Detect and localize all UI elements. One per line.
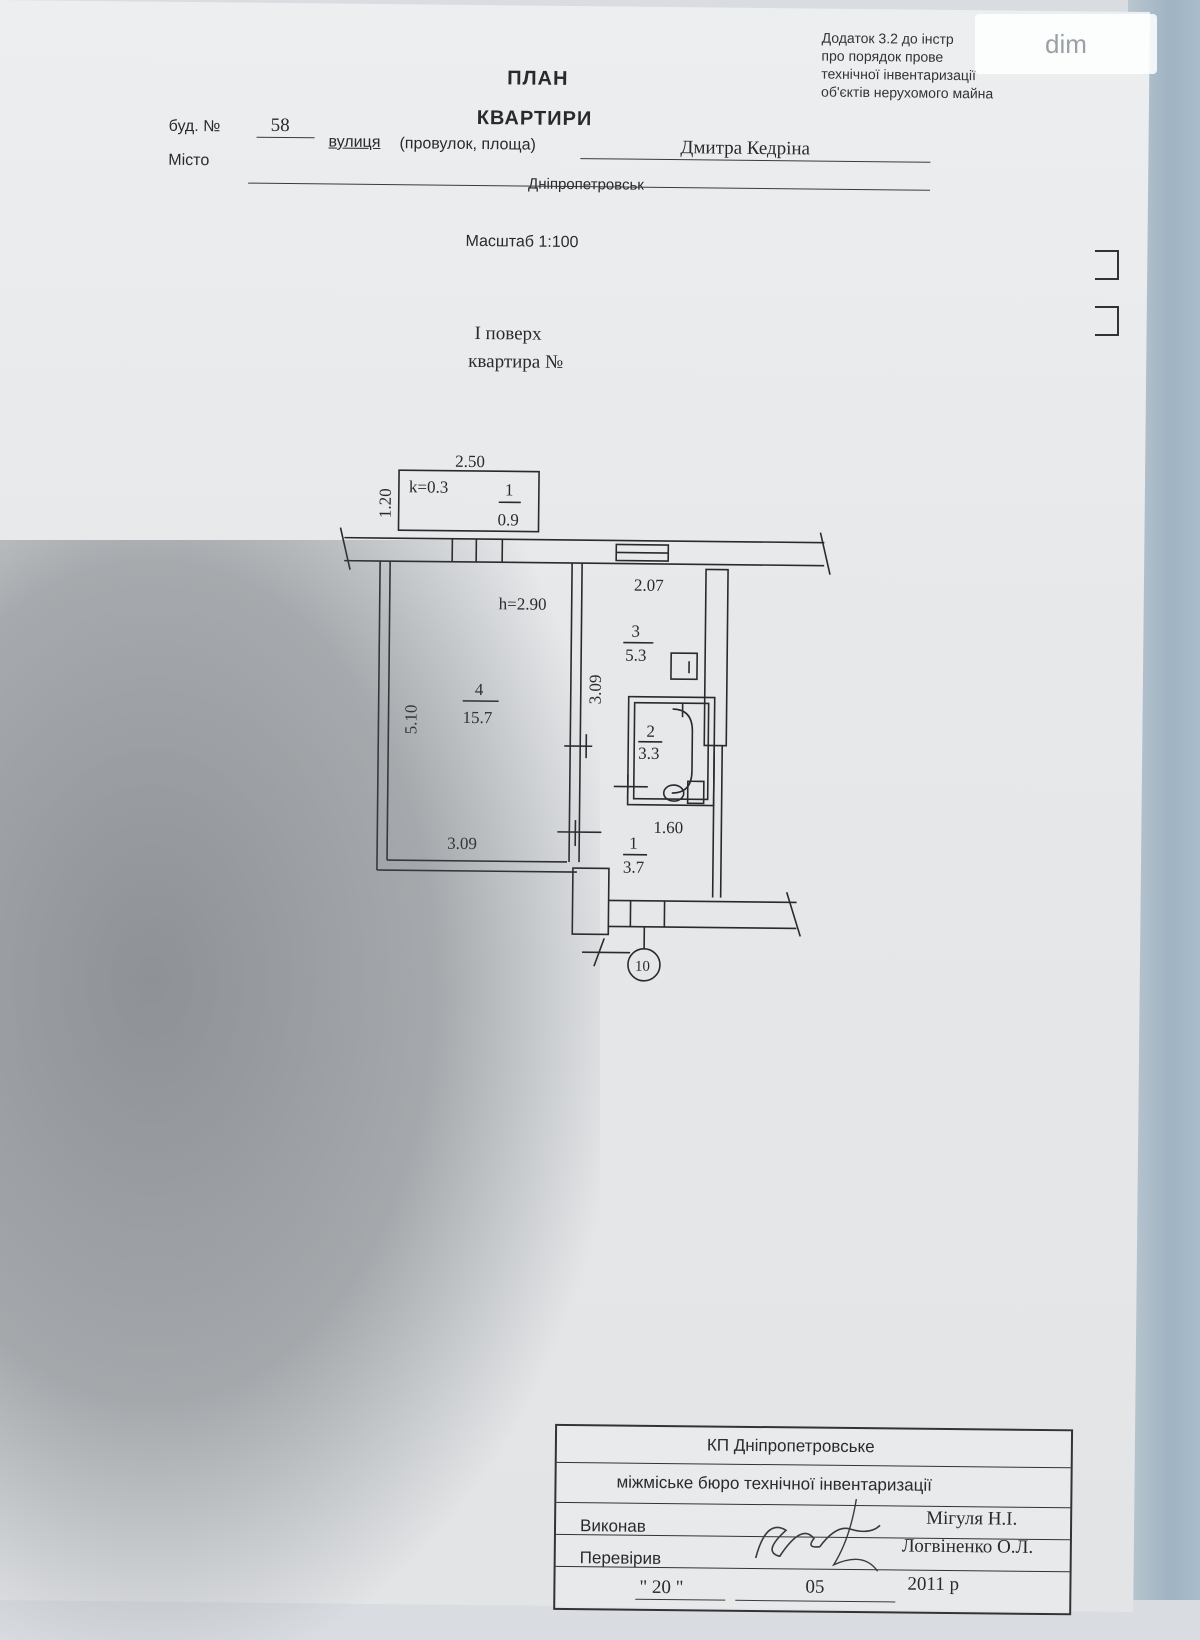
room-area: 0.9 [497, 510, 518, 529]
wall-break-right [820, 533, 830, 575]
room-number: 1 [629, 834, 638, 853]
room-number: 2 [646, 722, 655, 741]
dim-corridor-length: 3.09 [586, 674, 605, 704]
top-wall-outer [344, 538, 824, 543]
org-name: КП Дніпропетровське [707, 1435, 875, 1457]
date-day: " 20 " [639, 1577, 683, 1599]
dim-hall-width: 1.60 [653, 818, 683, 837]
room-number: 3 [631, 622, 640, 641]
document-page: Додаток 3.2 до інстр про порядок прове т… [0, 0, 1150, 1612]
ceiling-height: h=2.90 [499, 594, 547, 613]
partition-wall [579, 563, 582, 862]
wall-break-left [340, 528, 350, 570]
floor-plan: 2.50 1.20 k=0.3 1 0.9 h=2.90 2.07 5.10 4… [0, 0, 1150, 1012]
title-block: КП Дніпропетровське міжміське бюро техні… [553, 1424, 1073, 1615]
signature-scribble [735, 1480, 906, 1582]
room-bottom-wall-inner [387, 860, 567, 862]
dim-room-width: 3.09 [447, 834, 477, 853]
margin-checkbox [1095, 306, 1119, 336]
performed-name: Мігуля Н.І. [926, 1508, 1017, 1531]
room-area: 3.7 [623, 858, 645, 877]
top-wall-inner [344, 561, 824, 566]
bottom-wall-outer [609, 900, 797, 902]
bottom-wall-inner [608, 926, 796, 928]
balcony-coefficient: k=0.3 [409, 477, 449, 496]
date-month-underline [735, 1600, 895, 1603]
room-area: 5.3 [625, 646, 646, 665]
wall-break-bottom [786, 892, 800, 936]
room-number: 4 [475, 680, 484, 699]
watermark-logo: dim [975, 14, 1157, 74]
plan-labels: 2.50 1.20 k=0.3 1 0.9 h=2.90 2.07 5.10 4… [371, 451, 687, 975]
entrance-pillar [572, 868, 609, 934]
dim-balcony-depth: 1.20 [376, 488, 395, 518]
kitchen-window-line [616, 552, 668, 553]
entrance-marker-line [582, 952, 630, 953]
dim-kitchen-width: 2.07 [634, 576, 664, 595]
hall-right-wall [713, 746, 715, 898]
date-year: 2011 р [907, 1574, 959, 1597]
hall-right-wall [721, 746, 723, 898]
room-left-wall [377, 561, 380, 870]
room-bottom-wall [377, 870, 577, 872]
apartment-marker: 10 [635, 959, 650, 975]
title-block-divider [557, 1462, 1071, 1468]
room-area: 3.3 [638, 744, 659, 763]
partition-wall [569, 563, 572, 862]
dim-room-depth: 5.10 [401, 704, 420, 734]
room-area: 15.7 [462, 708, 492, 727]
room-number: 1 [505, 480, 514, 499]
room-left-wall-inner [387, 561, 390, 860]
margin-checkbox [1095, 250, 1119, 280]
stove [671, 653, 697, 679]
checked-name: Логвіненко О.Л. [902, 1536, 1034, 1559]
dim-balcony-width: 2.50 [455, 452, 485, 471]
watermark-text: dim [1045, 29, 1087, 59]
